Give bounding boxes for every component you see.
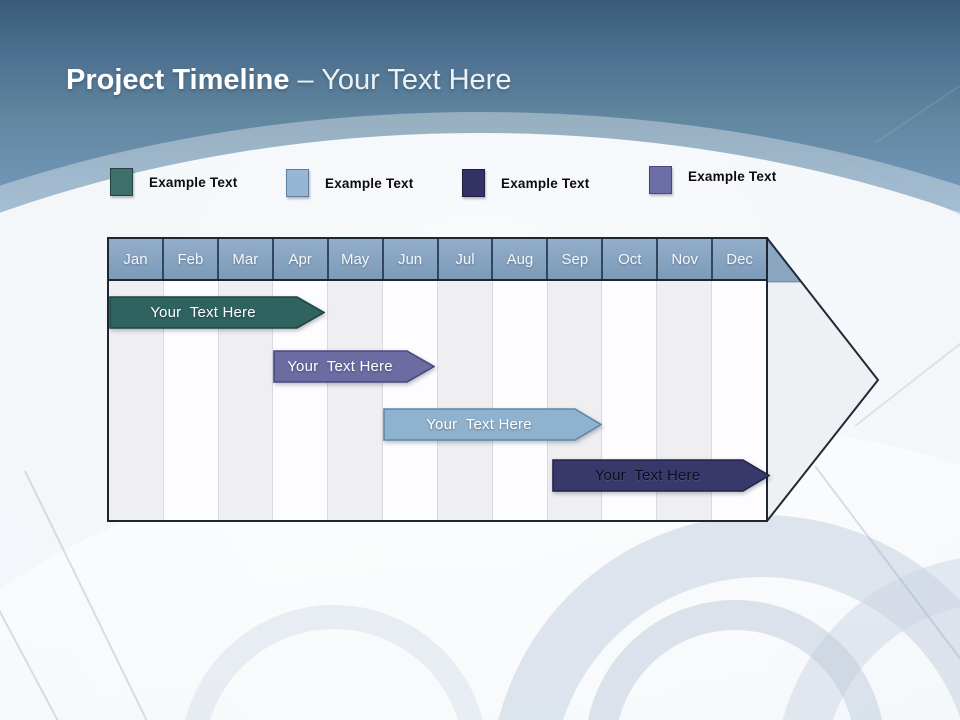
- legend-item[interactable]: Example Text: [462, 169, 589, 197]
- gantt-bar[interactable]: Your Text Here: [109, 296, 325, 329]
- grid-column: [382, 281, 437, 520]
- legend-label: Example Text: [501, 175, 590, 191]
- month-cell[interactable]: Nov: [656, 239, 711, 279]
- grid-column: [436, 281, 492, 520]
- month-cell[interactable]: Oct: [601, 239, 656, 279]
- grid-column: [491, 281, 547, 520]
- gantt-bar[interactable]: Your Text Here: [552, 459, 770, 492]
- legend-label: Example Text: [688, 168, 777, 184]
- gantt-bar[interactable]: Your Text Here: [383, 408, 602, 441]
- month-cell[interactable]: Jan: [123, 250, 148, 268]
- gantt-bar-label: Your Text Here: [287, 358, 393, 375]
- gantt-bar-label: Your Text Here: [594, 467, 701, 484]
- month-cell[interactable]: Jul: [436, 239, 492, 279]
- legend-item[interactable]: Example Text: [110, 168, 237, 196]
- timeline-end-arrow: [766, 237, 880, 522]
- legend-item[interactable]: Example Text: [286, 169, 413, 197]
- month-cell[interactable]: Feb: [161, 239, 217, 279]
- month-header-row: Jan Feb Mar Apr May Jun Jul Aug Sep Oct …: [107, 237, 768, 281]
- grid-column: [327, 281, 383, 520]
- slide-title[interactable]: Project Timeline – Your Text Here: [66, 60, 511, 100]
- month-cell[interactable]: Aug: [491, 239, 546, 279]
- gantt-bar[interactable]: Your Text Here: [273, 350, 435, 383]
- month-cell[interactable]: Dec: [711, 239, 766, 279]
- month-cell[interactable]: Mar: [216, 239, 272, 279]
- legend-label: Example Text: [149, 174, 238, 190]
- month-cell[interactable]: Sep: [546, 239, 601, 279]
- legend-swatch: [286, 169, 309, 197]
- gantt-bar-label: Your Text Here: [150, 304, 256, 321]
- gantt-bar-label: Your Text Here: [426, 416, 532, 433]
- slide-title-placeholder: – Your Text Here: [289, 64, 512, 96]
- month-cell[interactable]: May: [326, 239, 382, 279]
- month-cell[interactable]: Jun: [381, 239, 437, 279]
- timeline-table: Jan Feb Mar Apr May Jun Jul Aug Sep Oct …: [107, 237, 880, 522]
- slide-title-bold: Project Timeline: [66, 64, 290, 96]
- legend-item[interactable]: Example Text: [649, 166, 776, 194]
- gantt-bar-shape: [109, 296, 325, 329]
- legend-swatch: [110, 168, 133, 196]
- legend-swatch: [649, 166, 672, 194]
- legend-label: Example Text: [325, 175, 414, 191]
- month-cell[interactable]: Apr: [271, 239, 327, 279]
- legend-swatch: [462, 169, 485, 197]
